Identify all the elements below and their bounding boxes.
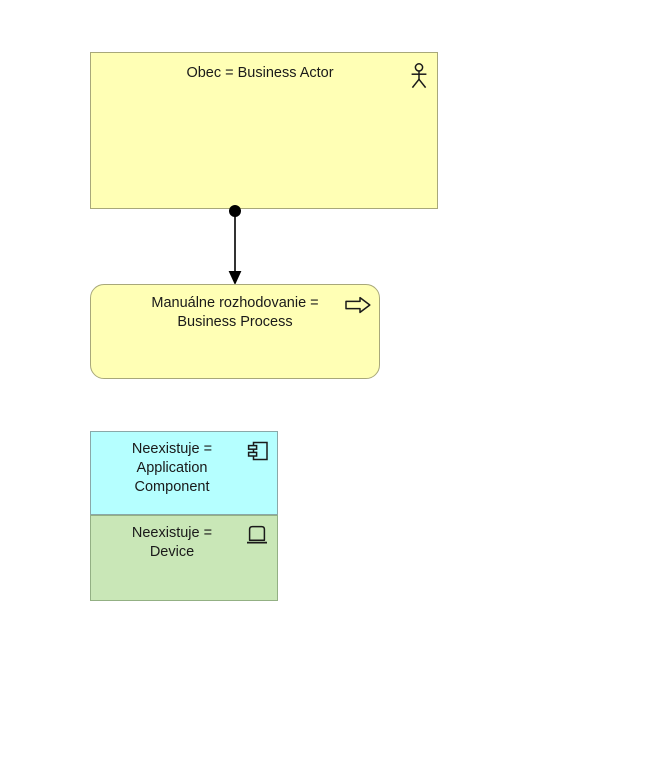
device-icon [247,525,267,544]
business-actor-label: Obec = Business Actor [186,65,334,81]
business-actor-node[interactable]: Obec = Business Actor [90,52,438,209]
assignment-source-ball [229,205,241,217]
device-label: Neexistuje = Device [131,525,213,561]
assignment-relationship[interactable] [218,203,252,289]
business-actor-icon [411,63,427,89]
application-component-node[interactable]: Neexistuje = Application Component [90,431,278,515]
application-component-icon [247,441,268,461]
device-node[interactable]: Neexistuje = Device [90,515,278,601]
business-process-arrow-icon [345,296,371,314]
application-component-label: Neexistuje = Application Component [131,441,213,496]
business-process-label: Manuálne rozhodovanie = Business Process [151,295,319,331]
business-process-node[interactable]: Manuálne rozhodovanie = Business Process [90,284,380,379]
assignment-target-arrowhead [228,271,242,285]
